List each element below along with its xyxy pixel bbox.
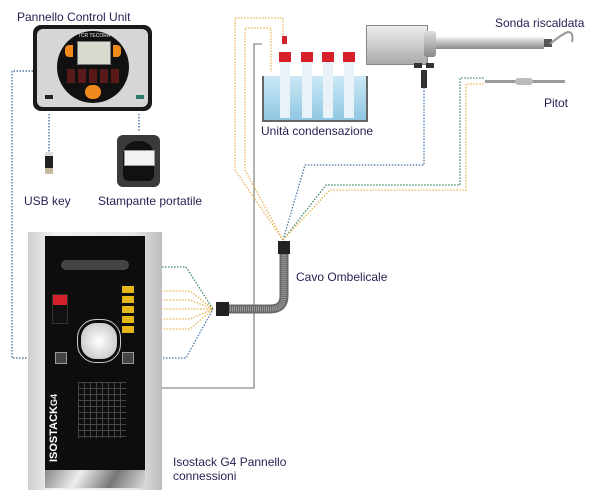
label-umbilical: Cavo Ombelicale: [296, 270, 388, 284]
label-control-unit: Pannello Control Unit: [17, 10, 131, 24]
bottle-cap-icon: [279, 52, 291, 62]
printer-icon: [117, 135, 160, 187]
keypad: [67, 69, 119, 83]
label-usb-key: USB key: [24, 194, 71, 208]
isostack-panel: ISOSTACKG4: [28, 232, 162, 490]
nav-left-icon: [65, 45, 73, 57]
condenser-unit: [262, 36, 368, 122]
label-condenser: Unità condensazione: [261, 124, 374, 138]
panel-logo-grid: [78, 382, 126, 438]
control-unit-device: TCR TECORA: [33, 25, 152, 115]
label-pitot: Pitot: [544, 96, 569, 110]
bottle-cap-icon: [343, 52, 355, 62]
panel-brand: ISOSTACKG4: [48, 393, 61, 463]
power-switch[interactable]: [52, 294, 68, 324]
usb-key-icon: [45, 152, 53, 174]
nav-right-icon: [113, 45, 121, 57]
label-panel-line2: connessioni: [173, 469, 237, 483]
usb-port: [45, 95, 53, 99]
nav-cross-icon: [85, 85, 101, 99]
pitot-tube: [485, 78, 565, 86]
printer-port: [136, 95, 144, 99]
label-panel-line1: Isostack G4 Pannello: [173, 455, 287, 469]
connector-right[interactable]: [122, 352, 134, 364]
control-unit-screen: [77, 41, 111, 65]
probe-fanout: [234, 17, 485, 241]
label-printer: Stampante portatile: [98, 194, 203, 208]
panel-knob[interactable]: [77, 319, 121, 363]
probe-connector: [421, 70, 427, 88]
thermocouple-ports[interactable]: [122, 286, 134, 336]
panel-display: [61, 260, 129, 270]
connector-left[interactable]: [55, 352, 67, 364]
control-unit-brand: TCR TECORA: [77, 33, 111, 39]
umbilical-cable: [216, 241, 290, 316]
bottle-cap-icon: [322, 52, 334, 62]
heated-probe: [366, 25, 566, 70]
probe-tip-icon: [549, 30, 574, 45]
bottle-cap-icon: [301, 52, 313, 62]
label-heated-probe: Sonda riscaldata: [495, 16, 585, 30]
